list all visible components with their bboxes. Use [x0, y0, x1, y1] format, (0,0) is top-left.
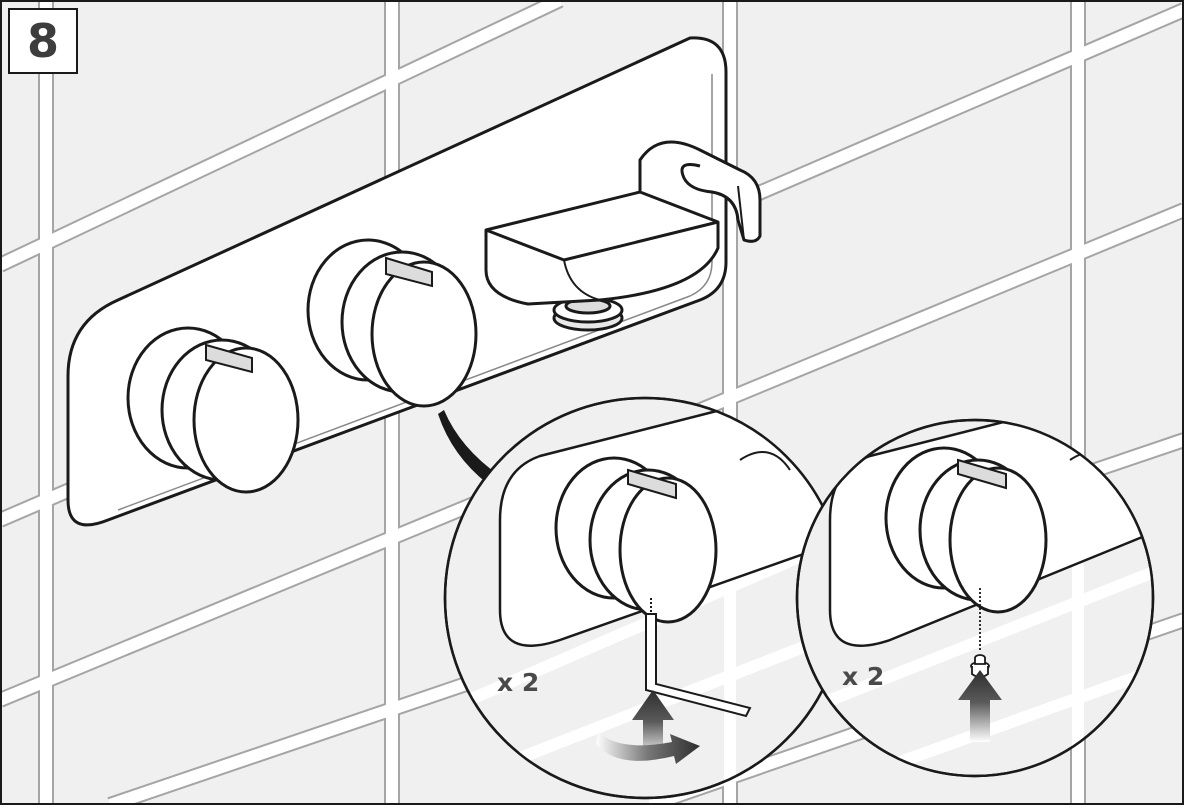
detail-hex-key [443, 396, 847, 800]
detail-pointer [438, 410, 500, 484]
quantity-label-hex-key: x 2 [497, 668, 540, 697]
rotate-arrow-icon [596, 732, 700, 764]
mixer-knob-left [126, 326, 300, 494]
mixer-knob-right [306, 238, 478, 408]
screw-icon [970, 588, 990, 678]
push-up-arrow-icon [632, 690, 674, 760]
hex-key-icon [645, 598, 752, 718]
quantity-label-screw: x 2 [842, 662, 885, 691]
push-up-arrow-icon [958, 670, 1002, 742]
hose-holder [484, 140, 762, 332]
step-number: 8 [8, 8, 78, 74]
